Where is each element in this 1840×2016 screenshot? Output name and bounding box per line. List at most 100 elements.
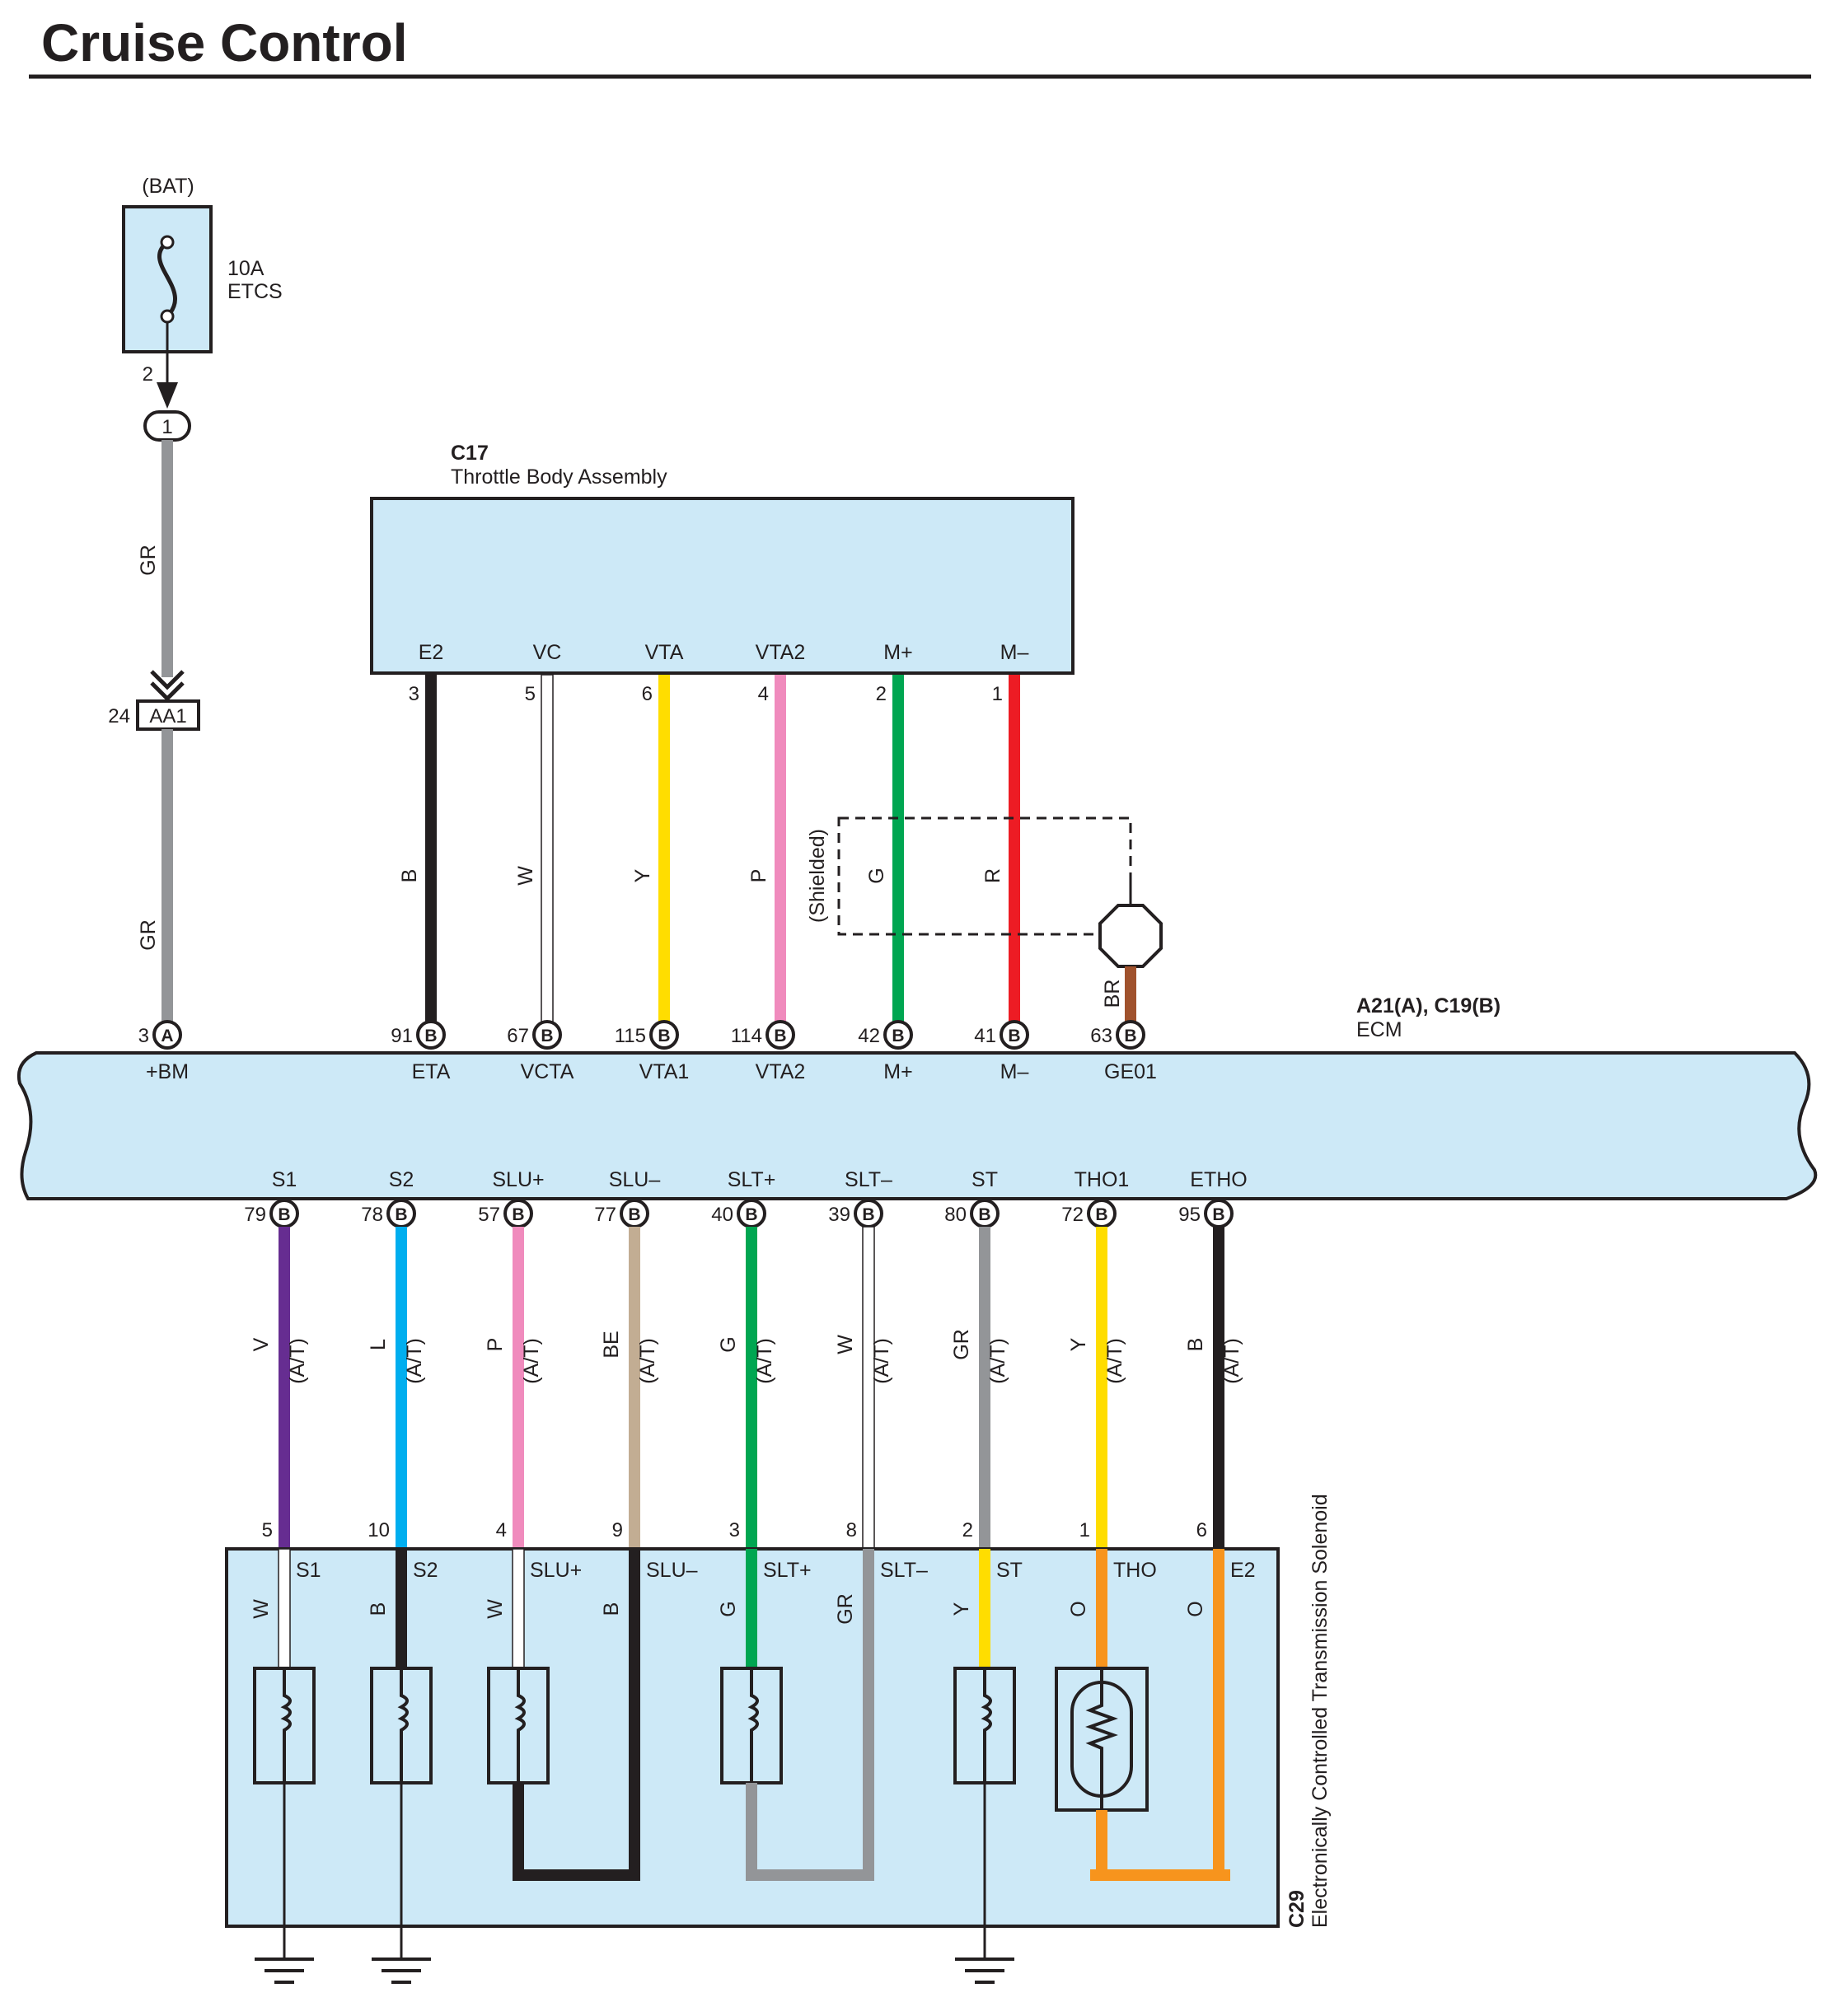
wire-w [541, 674, 554, 1022]
ecm-pin-number: 40 [711, 1204, 733, 1226]
throttle-terminal-pin: 2 [876, 683, 887, 705]
connector-chevron-icon [150, 670, 185, 702]
wire-color-label: B [1184, 1338, 1207, 1352]
ecm-connector-badge [532, 1020, 562, 1050]
connector-aa1-pin: 24 [108, 705, 130, 727]
ecm-pin-name: SLT+ [728, 1168, 776, 1191]
wire-color-label: GR [137, 545, 160, 576]
ecm-connector-badge-letter: B [1212, 1205, 1224, 1224]
ecm-connector-badge [1116, 1020, 1145, 1050]
ecm-pin-number: 63 [1090, 1025, 1112, 1047]
solenoid-pin: 10 [368, 1519, 390, 1541]
ecm-connector-badge-letter: B [862, 1205, 874, 1224]
solenoid-terminal-name: S1 [296, 1559, 321, 1582]
wire-color-label: W [834, 1335, 857, 1354]
wire-variant-label: (A/T) [870, 1338, 893, 1384]
internal-wire-w [278, 1548, 291, 1669]
wire-color-label: Y [950, 1602, 973, 1616]
ecm-pin-name: VTA2 [756, 1060, 806, 1083]
wire-color-label: G [717, 1336, 740, 1352]
ecm-connector-badge-letter: B [658, 1027, 670, 1045]
wire-color-label: Y [631, 868, 654, 882]
ecm-pins: A3+BMB91ETAB67VCTAB115VTA1B114VTA2B42M+B… [138, 1020, 1248, 1550]
wire-color-label: Y [1067, 1337, 1090, 1351]
ecm-pin-number: 57 [478, 1204, 500, 1226]
throttle-terminal-name: VTA [645, 641, 684, 664]
ecm-pin-number: 67 [507, 1025, 529, 1047]
wire-color-label: W [484, 1599, 507, 1619]
wire-color-label: GR [137, 919, 160, 951]
ecm-connector-badge-letter: B [278, 1205, 290, 1224]
solenoid-terminal-name: SLU– [646, 1559, 698, 1582]
throttle-body-name: Throttle Body Assembly [451, 465, 667, 489]
ecm-pin-number: 114 [731, 1025, 762, 1047]
wire-color-label: G [717, 1601, 740, 1616]
wire-color-label: O [1067, 1601, 1090, 1616]
throttle-terminal-pin: 5 [525, 683, 536, 705]
fuse-name: ETCS [227, 280, 283, 303]
throttle-terminal-name: E2 [419, 641, 444, 664]
coil-icon [514, 1668, 526, 1783]
ecm-connector-badge-letter: B [541, 1027, 553, 1045]
ecm-connector-badge [152, 1020, 182, 1050]
ecm-connector-badge [765, 1020, 795, 1050]
grounds [255, 1783, 1014, 1984]
throttle-terminal-pin: 3 [409, 683, 419, 705]
solenoid-pin: 2 [962, 1519, 973, 1541]
coil-icon [280, 1668, 292, 1783]
ecm-connector-badge-letter: B [774, 1027, 786, 1045]
ecm-connector-badge-letter: B [424, 1027, 437, 1045]
shield-label: (Shielded) [806, 829, 829, 923]
page-title: Cruise Control [41, 13, 407, 73]
ecm-connector-badge-letter: B [395, 1205, 407, 1224]
ground-icon [372, 1958, 431, 1984]
wire-color-label: BR [1101, 980, 1124, 1008]
solenoid-pin: 5 [262, 1519, 273, 1541]
ecm-pin-name: SLU+ [492, 1168, 544, 1191]
wire-color-label: P [484, 1338, 507, 1352]
connector-aa1-code: AA1 [149, 705, 186, 727]
throttle-terminal-name: M– [1000, 641, 1029, 664]
ecm-pin-name: VCTA [521, 1060, 574, 1083]
wire-color-label: W [250, 1599, 273, 1619]
coil-icon [397, 1668, 409, 1783]
ecm-connector-badge [649, 1020, 679, 1050]
ecm-pin-name: SLU– [609, 1168, 661, 1191]
ecm-pin-number: 80 [944, 1204, 967, 1226]
wire-color-label: W [514, 866, 537, 886]
wire-color-label: L [367, 1339, 390, 1350]
wire-color-label: B [398, 869, 421, 883]
wire-variant-label: (A/T) [286, 1338, 309, 1384]
ecm-connector-badge-letter: B [745, 1205, 757, 1224]
ecm-pin-number: 95 [1178, 1204, 1201, 1226]
wire-variant-label: (A/T) [1103, 1338, 1126, 1384]
wire-variant-label: (A/T) [636, 1338, 659, 1384]
fuse-source-label: (BAT) [142, 175, 194, 198]
resistor-icon [1085, 1668, 1118, 1810]
solenoid-pin: 6 [1196, 1519, 1207, 1541]
ecm-pin-name: S1 [272, 1168, 297, 1191]
wire-color-label: B [600, 1602, 623, 1616]
ecm-connector-badge-letter: B [892, 1027, 904, 1045]
wire-color-label: R [981, 868, 1004, 883]
wire-color-label: B [367, 1602, 390, 1616]
solenoid-terminal-name: S2 [413, 1559, 438, 1582]
ground-icon [955, 1958, 1014, 1984]
junction-label: 1 [162, 416, 172, 438]
solenoid-pin: 8 [846, 1519, 857, 1541]
coil-icon [747, 1668, 759, 1783]
ecm-pin-number: 78 [361, 1204, 383, 1226]
solenoid-pin: 9 [612, 1519, 623, 1541]
arrow-down-icon [157, 382, 178, 409]
solenoid-terminal-name: E2 [1230, 1559, 1256, 1582]
wire-color-label: G [865, 868, 888, 883]
wire-variant-label: (A/T) [403, 1338, 426, 1384]
ecm-pin-name: THO1 [1075, 1168, 1130, 1191]
ground-icon [255, 1958, 314, 1984]
ecm-pin-name: ST [972, 1168, 998, 1191]
ecm-pin-name: SLT– [845, 1168, 892, 1191]
ecm-pin-number: 77 [594, 1204, 616, 1226]
ecm-connector-badge-letter: B [978, 1205, 990, 1224]
ecm-connector-badge-letter: A [161, 1027, 173, 1045]
